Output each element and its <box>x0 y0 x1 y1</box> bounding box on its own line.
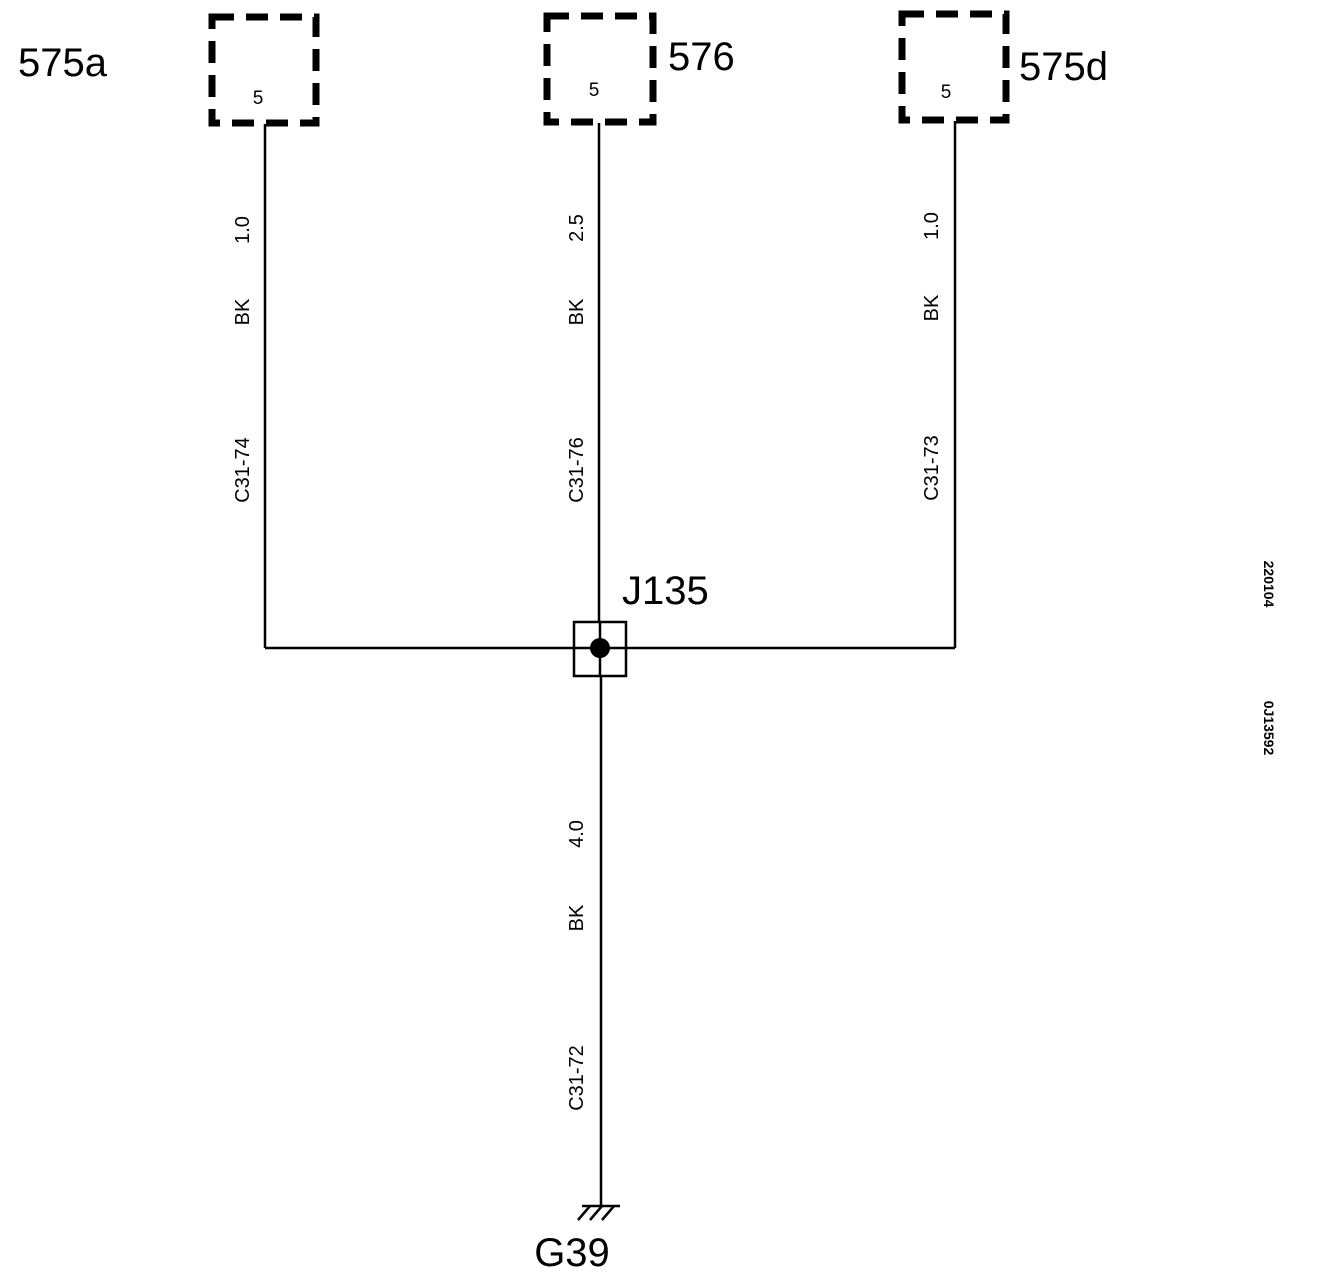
junction-label: J135 <box>622 569 709 613</box>
wire-575d-color: BK <box>921 294 943 321</box>
wire-ground-color: BK <box>566 904 588 931</box>
connector-575a-pin: 5 <box>253 88 264 109</box>
junction-dot <box>590 638 610 658</box>
connector-576: 5 576 <box>543 12 735 126</box>
connector-576-box <box>543 12 657 126</box>
wire-576-color: BK <box>566 298 588 325</box>
ground-label: G39 <box>534 1231 610 1275</box>
connector-575a: 5 575a <box>18 13 320 127</box>
wire-575d-gauge: 1.0 <box>921 212 943 240</box>
connector-575d-pin: 5 <box>941 82 952 103</box>
connector-575a-label: 575a <box>18 41 108 85</box>
wire-575a-circuit: C31-74 <box>232 437 254 503</box>
ground-hatch-2 <box>589 1205 603 1221</box>
connector-575d-box <box>898 10 1010 124</box>
ground-hatch-3 <box>601 1205 615 1221</box>
connector-575d-label: 575d <box>1019 45 1108 89</box>
junction-j135: J135 <box>572 569 709 678</box>
wire-575a-color: BK <box>232 298 254 325</box>
ground-hatch-1 <box>577 1205 591 1221</box>
ground-g39: G39 <box>534 1204 620 1275</box>
connector-575d: 5 575d <box>898 10 1108 124</box>
side-ref-1: 220104 <box>1261 561 1277 608</box>
side-ref-2: 0J13592 <box>1261 701 1277 756</box>
connector-576-label: 576 <box>668 35 735 79</box>
wire-ground-gauge: 4.0 <box>566 820 588 848</box>
wire-576-circuit: C31-76 <box>566 437 588 503</box>
wire-ground-circuit: C31-72 <box>566 1045 588 1111</box>
wire-575a-gauge: 1.0 <box>232 216 254 244</box>
wire-575d-circuit: C31-73 <box>921 435 943 501</box>
connector-576-pin: 5 <box>589 80 600 101</box>
connector-575a-box <box>208 13 320 127</box>
wire-576-gauge: 2.5 <box>566 214 588 242</box>
